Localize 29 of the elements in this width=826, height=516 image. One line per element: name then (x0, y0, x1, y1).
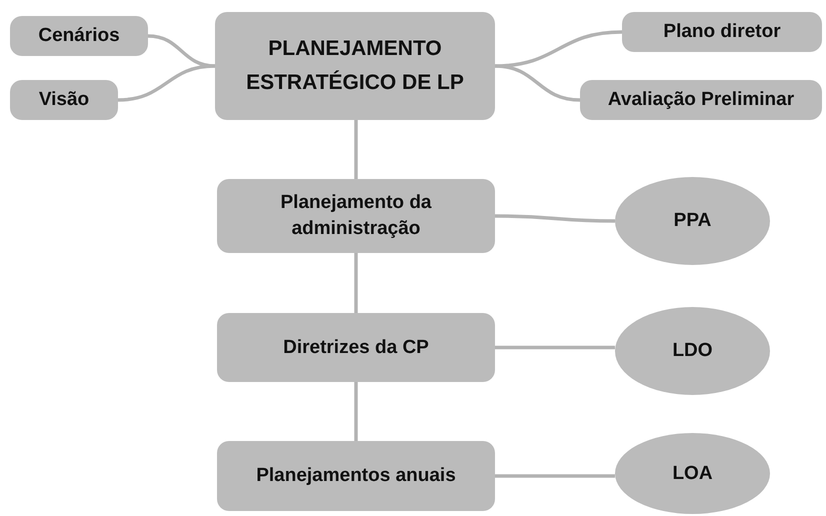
connector-line (494, 64, 580, 102)
node-label: Planejamento da administração (280, 191, 432, 241)
node-label: Visão (38, 88, 90, 112)
rounded-box (217, 313, 495, 382)
node-label: PLANEJAMENTO ESTRATÉGICO DE LP (245, 36, 465, 96)
connector-line (495, 346, 615, 350)
node-label: Planejamentos anuais (255, 464, 457, 488)
connector-line (354, 253, 358, 313)
rounded-box (622, 12, 822, 52)
connector-line (495, 474, 615, 478)
rounded-box (10, 16, 148, 56)
node-label: Diretrizes da CP (282, 336, 430, 360)
rounded-box (580, 80, 822, 120)
rounded-box (10, 80, 118, 120)
node-label: Cenários (37, 24, 121, 48)
node-label: Avaliação Preliminar (606, 88, 796, 112)
connector-line (148, 34, 216, 68)
node-label: LDO (671, 339, 714, 363)
connector-line (354, 382, 358, 441)
connector-line (354, 120, 358, 179)
node-label: PPA (672, 209, 712, 233)
connector-line (118, 64, 216, 102)
rounded-box (217, 441, 495, 511)
connector-line (494, 214, 616, 223)
node-label: Plano diretor (662, 20, 782, 44)
node-label: LOA (671, 462, 714, 486)
rounded-box (217, 179, 495, 253)
rounded-box (215, 12, 495, 120)
connector-line (494, 30, 622, 68)
